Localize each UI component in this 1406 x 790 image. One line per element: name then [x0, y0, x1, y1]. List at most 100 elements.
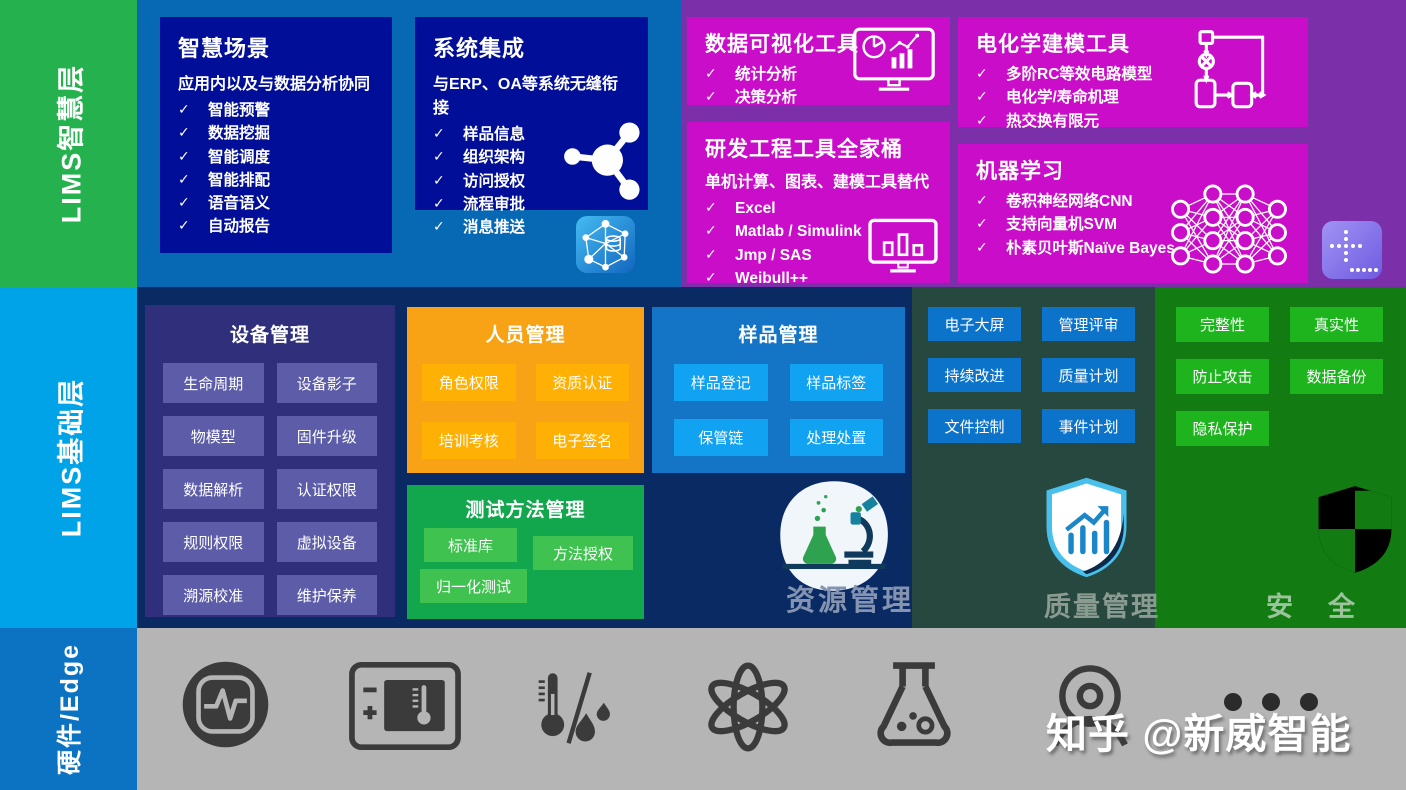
check-icon: ✓	[433, 171, 445, 188]
check-icon: ✓	[976, 192, 988, 208]
check-icon: ✓	[433, 218, 445, 234]
device-module-chip: 认证权限	[276, 469, 377, 509]
feature-item: ✓流程审批	[433, 193, 630, 216]
device-module-chip: 固件升级	[276, 416, 377, 456]
check-icon: ✓	[178, 101, 190, 117]
feature-list: ✓样品信息 ✓组织架构 ✓访问授权 ✓流程审批 ✓消息推送	[433, 123, 630, 239]
card-title: 机器学习	[976, 160, 1064, 183]
layer-label-hardware: 硬件/Edge	[0, 628, 137, 790]
quality-zone	[912, 287, 1155, 628]
check-icon: ✓	[976, 111, 988, 128]
layer-label-foundation-text: LIMS基础层	[56, 377, 86, 538]
feature-item: ✓Jmp / SAS	[705, 244, 932, 267]
card-title: 系统集成	[433, 36, 526, 61]
testmethod-module-chip: 标准库	[424, 528, 517, 562]
feature-item: ✓电化学/寿命机理	[976, 86, 1290, 109]
pulse-monitor-icon	[182, 661, 269, 748]
test-method-card: 测试方法管理 标准库 方法授权 归一化测试	[407, 485, 644, 619]
testmethod-module-chip: 归一化测试	[420, 569, 527, 603]
circuit-diagram-icon	[1194, 30, 1267, 109]
feature-item: ✓组织架构	[433, 146, 630, 169]
security-label: 安 全	[1266, 592, 1359, 622]
feature-item: ✓智能排配	[178, 169, 374, 192]
device-module-chip: 规则权限	[163, 522, 264, 562]
sample-module-chip: 样品登记	[674, 364, 768, 401]
thermometer-humidity-icon	[538, 672, 610, 744]
machine-learning-card: 机器学习 ✓卷积神经网络CNN ✓支持向量机SVM ✓朴素贝叶斯Naïve Ba…	[958, 144, 1308, 283]
card-title: 设备管理	[229, 325, 310, 346]
feature-item: ✓语音语义	[178, 192, 374, 215]
layer-label-smart-text: LIMS智慧层	[56, 63, 86, 224]
feature-item: ✓多阶RC等效电路模型	[976, 63, 1290, 86]
sample-module-chip: 样品标签	[789, 364, 883, 401]
card-subtitle: 与ERP、OA等系统无缝衔接	[433, 76, 618, 117]
sample-management-card: 样品管理 样品登记 样品标签 保管链 处理处置	[652, 307, 905, 473]
quality-chip-grid: 电子大屏 管理评审 持续改进 质量计划 文件控制 事件计划	[928, 307, 1135, 443]
check-icon: ✓	[178, 170, 190, 187]
card-title: 智慧场景	[178, 36, 271, 61]
feature-list: ✓多阶RC等效电路模型 ✓电化学/寿命机理 ✓热交换有限元	[976, 63, 1290, 133]
feature-item: ✓数据挖掘	[178, 122, 374, 145]
personnel-chip-grid: 角色权限 资质认证 培训考核 电子签名	[407, 364, 644, 459]
device-module-chip: 物模型	[163, 416, 264, 456]
feature-item: ✓决策分析	[705, 86, 932, 109]
feature-item: ✓Excel	[705, 197, 932, 220]
device-module-chip: 生命周期	[163, 363, 264, 403]
check-icon: ✓	[178, 124, 190, 141]
check-icon: ✓	[976, 215, 988, 232]
security-module-chip: 防止攻击	[1176, 359, 1269, 394]
quality-module-chip: 管理评审	[1042, 307, 1135, 341]
quality-shield-icon	[1046, 477, 1127, 577]
foundation-layer-row: LIMS基础层 设备管理 生命周期 设备影子 物模型 固件升级 数据解析 认证权…	[0, 287, 1406, 628]
check-icon: ✓	[976, 238, 988, 255]
check-icon: ✓	[178, 194, 190, 210]
testmethod-module-chip: 方法授权	[533, 536, 633, 570]
card-subtitle: 应用内以及与数据分析协同	[178, 76, 371, 93]
check-icon: ✓	[705, 65, 717, 81]
resource-management-label: 资源管理	[786, 585, 915, 617]
feature-item: ✓支持向量机SVM	[976, 213, 1290, 236]
feature-item: ✓样品信息	[433, 123, 630, 146]
smart-scene-card: 智慧场景 应用内以及与数据分析协同 ✓智能预警 ✓数据挖掘 ✓智能调度 ✓智能排…	[160, 17, 392, 253]
security-module-chip: 完整性	[1176, 307, 1269, 342]
check-icon: ✓	[976, 88, 988, 105]
feature-item: ✓卷积神经网络CNN	[976, 190, 1290, 213]
personnel-module-chip: 资质认证	[535, 364, 629, 401]
card-title: 人员管理	[485, 325, 566, 346]
feature-list: ✓卷积神经网络CNN ✓支持向量机SVM ✓朴素贝叶斯Naïve Bayes	[976, 190, 1290, 260]
card-title: 样品管理	[738, 325, 819, 346]
neural-network-icon	[1171, 184, 1287, 274]
feature-item: ✓朴素贝叶斯Naïve Bayes	[976, 237, 1290, 260]
molecule-icon	[564, 122, 640, 200]
check-icon: ✓	[705, 245, 717, 262]
personnel-module-chip: 电子签名	[535, 422, 629, 459]
sample-chip-grid: 样品登记 样品标签 保管链 处理处置	[652, 364, 905, 456]
quality-module-chip: 电子大屏	[928, 307, 1021, 341]
security-chip-grid: 完整性 真实性 防止攻击 数据备份 隐私保护	[1176, 307, 1383, 446]
sample-module-chip: 保管链	[674, 419, 768, 456]
check-icon: ✓	[705, 199, 717, 215]
hardware-layer-row: 硬件/Edge	[0, 628, 1406, 790]
device-chip-grid: 生命周期 设备影子 物模型 固件升级 数据解析 认证权限 规则权限 虚拟设备 溯…	[145, 363, 395, 615]
security-module-chip: 隐私保护	[1176, 411, 1269, 446]
monitor-pie-chart-icon	[853, 27, 935, 91]
check-icon: ✓	[976, 65, 988, 81]
layer-label-hardware-text: 硬件/Edge	[56, 642, 85, 776]
ellipsis-icon	[1224, 693, 1318, 711]
feature-item: ✓热交换有限元	[976, 110, 1290, 133]
check-icon: ✓	[705, 88, 717, 105]
security-module-chip: 真实性	[1290, 307, 1383, 342]
check-icon: ✓	[178, 217, 190, 234]
device-module-chip: 溯源校准	[163, 575, 264, 615]
card-title: 测试方法管理	[465, 500, 586, 521]
security-module-chip: 数据备份	[1290, 359, 1383, 394]
quality-module-chip: 事件计划	[1042, 409, 1135, 443]
card-title: 数据可视化工具	[705, 33, 859, 56]
device-module-chip: 设备影子	[276, 363, 377, 403]
feature-item: ✓自动报告	[178, 215, 374, 238]
check-icon: ✓	[433, 148, 445, 165]
device-module-chip: 虚拟设备	[276, 522, 377, 562]
lab-illustration	[780, 481, 888, 591]
personnel-module-chip: 培训考核	[422, 422, 516, 459]
